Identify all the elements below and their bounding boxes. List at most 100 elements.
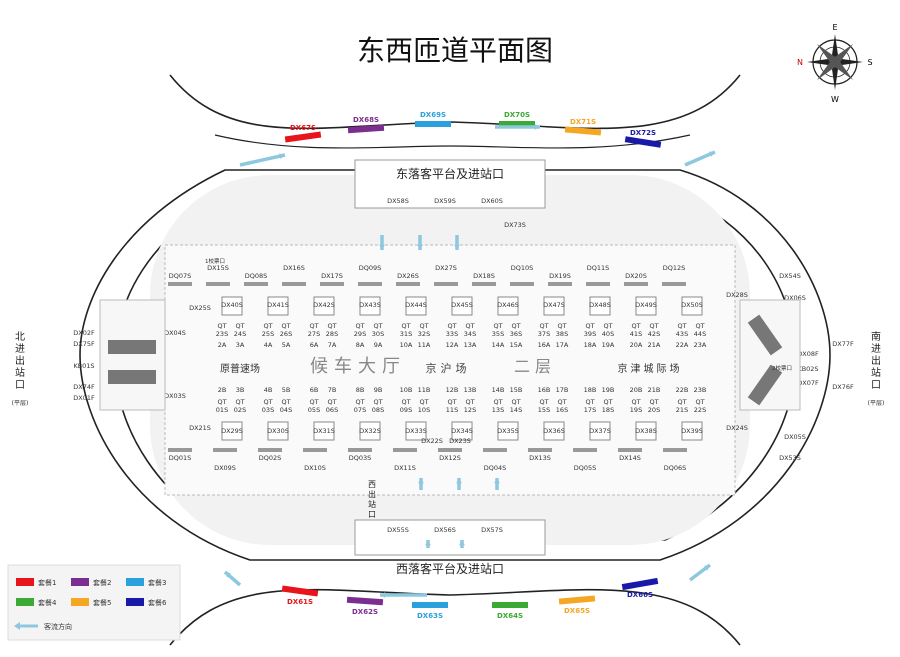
qt-top: QT — [309, 322, 318, 330]
flow-arrowhead — [417, 244, 423, 250]
west-exit-label: 口 — [368, 510, 376, 519]
hall-main-label: 候车大厅 — [310, 356, 406, 377]
hall-bottom-label: DQ05S — [574, 464, 597, 472]
qt-top: QT — [631, 322, 640, 330]
escalator-block — [543, 421, 565, 441]
north-exit-label: 出 — [15, 354, 25, 367]
hall-top-label: DX16S — [283, 264, 305, 272]
hall-bottom-label: DX11S — [394, 464, 416, 472]
waiting-hall — [164, 244, 736, 496]
escalator-block — [405, 296, 427, 316]
west-platform — [354, 519, 546, 556]
south-note: (平层) — [868, 400, 885, 407]
escalator-block — [221, 296, 243, 316]
escalator-block — [405, 421, 427, 441]
legend-swatch — [16, 578, 34, 586]
platform-bottom: 21B — [648, 386, 661, 394]
escalator-block — [359, 421, 381, 441]
qt-bottom: QT — [585, 398, 594, 406]
qt-top-num: 26S — [280, 330, 292, 338]
bay-label: DX58S — [387, 197, 409, 205]
platform-bottom: 8B — [356, 386, 365, 394]
flow-arrow — [684, 150, 716, 167]
hall-center-label: 京沪场 — [426, 361, 471, 375]
north-escalator-1 — [108, 340, 156, 354]
south-hall — [739, 299, 801, 411]
aux-label: DX01F — [73, 394, 95, 402]
platform-top: 4A — [264, 341, 273, 349]
platform-top: 6A — [310, 341, 319, 349]
escalator-label: DX46S — [497, 301, 519, 309]
hall-top-label: DQ11S — [587, 264, 610, 272]
qt-bottom-num: 16S — [556, 406, 568, 414]
escalator-block — [589, 296, 611, 316]
aux-label: DX06S — [784, 294, 806, 302]
aux-label: KB01S — [73, 362, 94, 370]
qt-top-num: 29S — [354, 330, 366, 338]
qt-bottom: QT — [557, 398, 566, 406]
aux-label: DX23S — [449, 437, 471, 445]
south-exit-label: 站 — [871, 366, 881, 379]
escalator-block — [451, 296, 473, 316]
flow-arrowhead — [459, 540, 465, 546]
platform-bottom: 23B — [694, 386, 707, 394]
escalator-label: DX32S — [359, 427, 381, 435]
escalator-label: DX45S — [451, 301, 473, 309]
gate-bar — [206, 282, 230, 286]
platform-bottom: 13B — [464, 386, 477, 394]
bus-bay-label: DX66S — [627, 591, 653, 599]
bus-bay-dx61s — [281, 585, 319, 597]
gate-bar — [573, 448, 597, 452]
qt-bottom: QT — [281, 398, 290, 406]
qt-bottom: QT — [649, 398, 658, 406]
qt-top-num: 35S — [492, 330, 504, 338]
north-exit-label: 口 — [15, 380, 25, 391]
gate-bar — [258, 448, 282, 452]
qt-bottom-num: 09S — [400, 406, 412, 414]
west-exit-label: 出 — [368, 489, 376, 499]
gate-bar — [472, 282, 496, 286]
escalator-block — [681, 421, 703, 441]
bus-bay-dx70s — [499, 121, 535, 127]
qt-bottom-num: 18S — [602, 406, 614, 414]
hall-top-label: DQ08S — [245, 272, 268, 280]
bus-bay-dx64s — [492, 602, 528, 608]
aux-label: DX22S — [421, 437, 443, 445]
qt-top-num: 33S — [446, 330, 458, 338]
qt-bottom-num: 01S — [216, 406, 228, 414]
platform-bottom: 6B — [310, 386, 319, 394]
flow-arrowhead — [709, 151, 715, 157]
qt-top: QT — [603, 322, 612, 330]
south-escalator-1 — [747, 314, 783, 356]
qt-bottom: QT — [309, 398, 318, 406]
qt-bottom-num: 07S — [354, 406, 366, 414]
bus-bay-dx66s — [621, 577, 659, 591]
aux-label: DX21S — [189, 424, 211, 432]
platform-top: 10A — [400, 341, 413, 349]
platform-top: 21A — [648, 341, 661, 349]
escalator-label: DX30S — [267, 427, 289, 435]
qt-top-num: 25S — [262, 330, 274, 338]
aux-label: DX25S — [189, 304, 211, 312]
bus-bay-dx67s — [284, 131, 322, 143]
qt-top-num: 37S — [538, 330, 550, 338]
platform-bottom: 14B — [492, 386, 505, 394]
bus-bay-dx65s — [558, 595, 596, 605]
west-platform-label: 西落客平台及进站口 — [396, 561, 504, 576]
gate-bar — [282, 282, 306, 286]
hall-top-label: DX18S — [473, 272, 495, 280]
compass-n: N — [797, 58, 803, 67]
qt-bottom-num: 03S — [262, 406, 274, 414]
qt-bottom: QT — [401, 398, 410, 406]
qt-bottom: QT — [465, 398, 474, 406]
bay-label: DX56S — [434, 526, 456, 534]
escalator-label: DX47S — [543, 301, 565, 309]
hall-left-label: 原普速场 — [220, 362, 260, 375]
platform-bottom: 5B — [282, 386, 291, 394]
escalator-block — [313, 296, 335, 316]
escalator-label: DX31S — [313, 427, 335, 435]
bus-bay-dx68s — [347, 124, 385, 134]
qt-bottom: QT — [447, 398, 456, 406]
hall-top-label: DQ10S — [511, 264, 534, 272]
escalator-block — [267, 421, 289, 441]
